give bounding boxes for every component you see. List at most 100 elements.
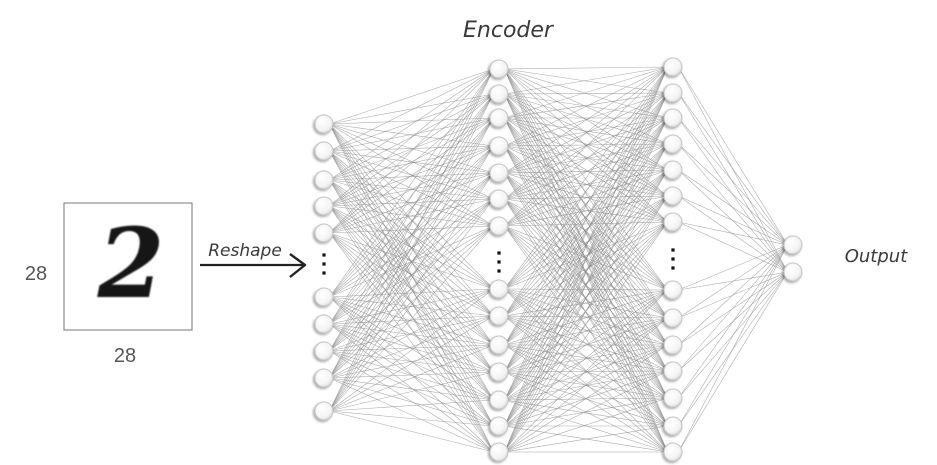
ellipsis-dot bbox=[671, 248, 675, 252]
connection-line bbox=[678, 271, 788, 453]
connection-line bbox=[329, 117, 494, 412]
connection-line bbox=[504, 117, 668, 373]
connection-line bbox=[329, 93, 494, 152]
connection-line bbox=[329, 296, 494, 346]
encoder-title: Encoder bbox=[463, 18, 555, 43]
neuron-node bbox=[489, 442, 509, 462]
neuron-node bbox=[663, 335, 683, 355]
connection-line bbox=[504, 68, 668, 291]
connection-line bbox=[504, 169, 668, 200]
connection-line bbox=[678, 92, 788, 246]
connection-line bbox=[504, 68, 668, 319]
connection-line bbox=[504, 225, 668, 399]
connection-line bbox=[504, 66, 668, 70]
connection-line bbox=[329, 232, 494, 290]
connection-line bbox=[504, 399, 668, 427]
neuron-node bbox=[314, 287, 334, 307]
connection-line bbox=[504, 66, 668, 147]
connection-line bbox=[329, 232, 494, 373]
connection-line bbox=[329, 93, 494, 181]
connection-line bbox=[504, 145, 668, 197]
connection-line bbox=[329, 198, 494, 379]
connection-line bbox=[329, 123, 494, 290]
network-nodes bbox=[314, 57, 803, 462]
connection-line bbox=[329, 225, 494, 412]
neuron-node bbox=[783, 262, 803, 282]
connection-line bbox=[504, 117, 668, 171]
connection-line bbox=[504, 317, 668, 453]
connection-line bbox=[504, 221, 668, 453]
connection-line bbox=[329, 93, 494, 234]
neuron-node bbox=[663, 186, 683, 206]
connection-line bbox=[329, 117, 494, 152]
connection-line bbox=[329, 198, 494, 412]
connection-line bbox=[678, 195, 788, 273]
connection-line bbox=[504, 289, 668, 453]
ellipsis-icon bbox=[322, 253, 326, 275]
ellipsis-icon bbox=[497, 251, 501, 273]
neuron-node bbox=[663, 160, 683, 180]
neuron-node bbox=[489, 306, 509, 326]
connection-line bbox=[504, 117, 668, 317]
connection-line bbox=[329, 296, 494, 401]
connection-line bbox=[504, 117, 668, 223]
neuron-node bbox=[489, 136, 509, 156]
neuron-node bbox=[314, 223, 334, 243]
connection-line bbox=[504, 92, 668, 200]
connection-line bbox=[329, 371, 494, 379]
connection-line bbox=[504, 225, 668, 453]
connection-line bbox=[504, 92, 668, 147]
neuron-node bbox=[314, 196, 334, 216]
connection-line bbox=[329, 344, 494, 352]
connection-line bbox=[678, 143, 788, 273]
connection-line bbox=[504, 344, 668, 427]
connection-line bbox=[504, 172, 668, 427]
ellipsis-dot bbox=[497, 260, 501, 264]
connection-line bbox=[329, 350, 494, 427]
connection-line bbox=[678, 271, 788, 346]
connection-line bbox=[504, 317, 668, 401]
ellipsis-dot bbox=[671, 257, 675, 261]
connection-line bbox=[678, 92, 788, 273]
connection-line bbox=[329, 93, 494, 298]
ellipsis-icon bbox=[671, 248, 675, 270]
connection-line bbox=[504, 289, 668, 346]
connection-line bbox=[504, 195, 668, 227]
neuron-node bbox=[314, 368, 334, 388]
connection-line bbox=[678, 169, 788, 246]
reshape-label: Reshape bbox=[208, 241, 282, 261]
neuron-node bbox=[314, 114, 334, 134]
connection-line bbox=[329, 179, 494, 373]
connection-line bbox=[504, 195, 668, 317]
connection-line bbox=[329, 350, 494, 401]
connection-line bbox=[504, 397, 668, 401]
connection-line bbox=[504, 397, 668, 427]
connection-line bbox=[329, 371, 494, 412]
connection-line bbox=[504, 143, 668, 317]
connection-line bbox=[504, 169, 668, 346]
connection-line bbox=[504, 66, 668, 119]
neuron-node bbox=[663, 280, 683, 300]
neuron-node bbox=[314, 314, 334, 334]
connection-line bbox=[504, 221, 668, 346]
connection-line bbox=[504, 221, 668, 227]
ellipsis-dot bbox=[671, 266, 675, 270]
connection-line bbox=[329, 288, 494, 379]
neuron-node bbox=[663, 108, 683, 128]
connection-line bbox=[504, 225, 668, 427]
connection-line bbox=[329, 93, 494, 325]
connection-line bbox=[504, 143, 668, 373]
connection-line bbox=[678, 66, 788, 273]
neuron-node bbox=[663, 442, 683, 462]
connection-line bbox=[678, 117, 788, 246]
connection-line bbox=[504, 317, 668, 346]
ellipsis-dot bbox=[322, 262, 326, 266]
connection-line bbox=[329, 198, 494, 207]
connection-line bbox=[329, 68, 494, 207]
connection-line bbox=[504, 221, 668, 290]
connection-line bbox=[329, 344, 494, 379]
connection-line bbox=[504, 93, 668, 119]
connection-line bbox=[329, 288, 494, 412]
connection-line bbox=[504, 92, 668, 373]
connection-line bbox=[329, 288, 494, 352]
